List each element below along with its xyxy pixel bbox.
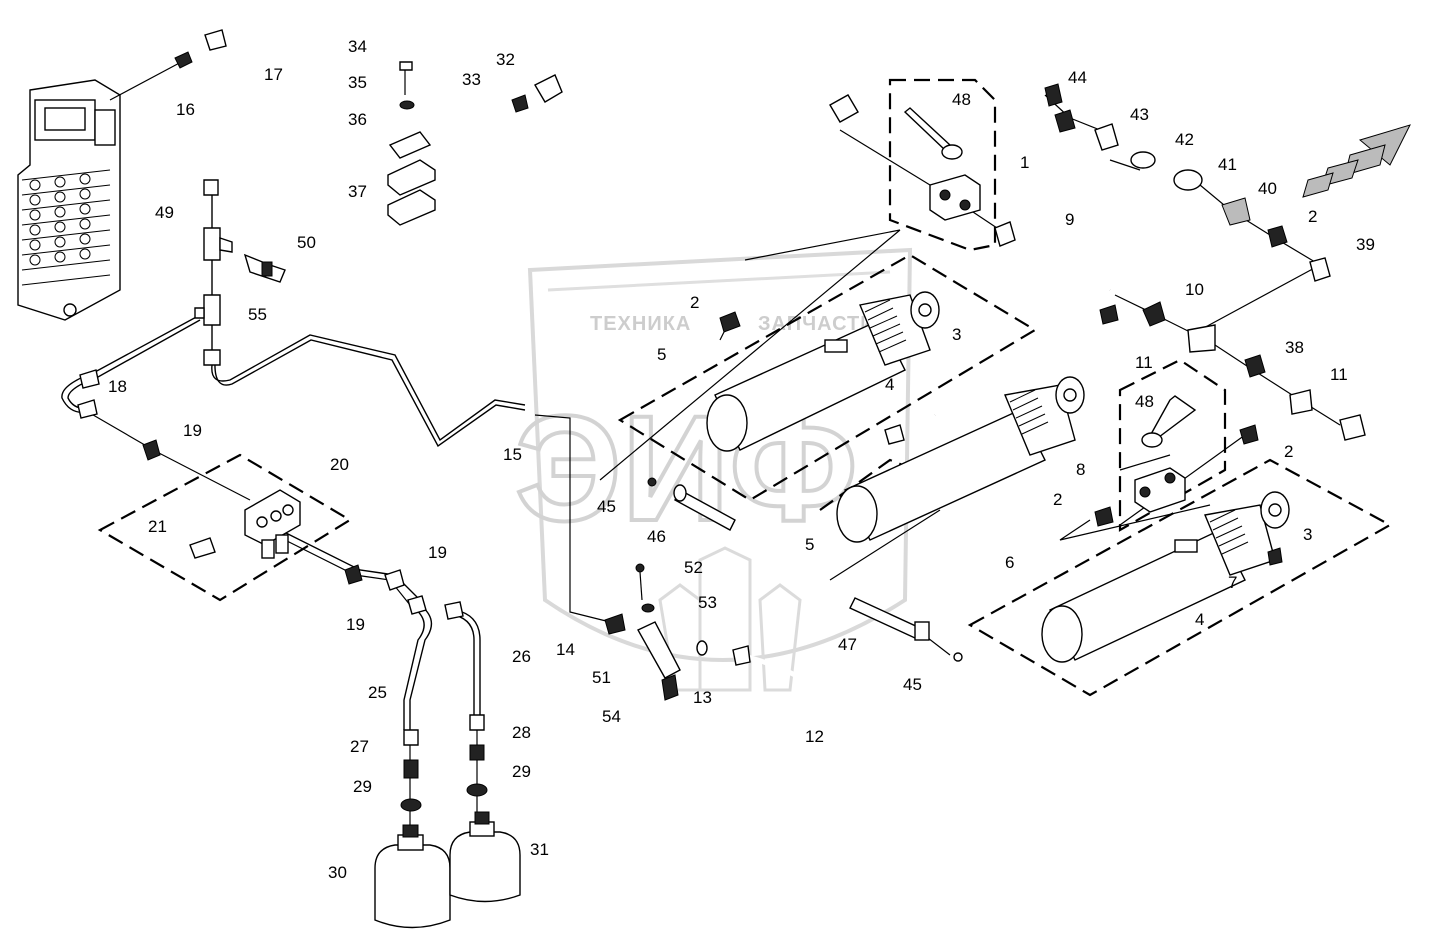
label-27: 27 [350, 737, 369, 756]
label-36: 36 [348, 110, 367, 129]
label-42: 42 [1175, 130, 1194, 149]
label-26: 26 [512, 647, 531, 666]
assembly-outlines [97, 78, 1393, 697]
label-7: 7 [1228, 573, 1237, 592]
label-5: 5 [805, 535, 814, 554]
label-18: 18 [108, 377, 127, 396]
label-28: 28 [512, 723, 531, 742]
label-54: 54 [602, 707, 621, 726]
label-51: 51 [592, 668, 611, 687]
label-34: 34 [348, 37, 367, 56]
hydraulic-cylinder-upper [706, 291, 940, 452]
label-6: 6 [1005, 553, 1014, 572]
label-37: 37 [348, 182, 367, 201]
label-9: 9 [1065, 210, 1074, 229]
label-29: 29 [512, 762, 531, 781]
label-29: 29 [353, 777, 372, 796]
label-35: 35 [348, 73, 367, 92]
label-32: 32 [496, 50, 515, 69]
part-labels: 1 2 2 2 2 3 3 4 4 5 5 6 7 8 9 10 11 11 1… [108, 37, 1375, 882]
label-43: 43 [1130, 105, 1149, 124]
fittings [77, 29, 1366, 929]
label-2: 2 [1053, 490, 1062, 509]
watermark: ТЕХНИКА ЗАПЧАСТИ ЭИФ [513, 247, 913, 692]
label-10: 10 [1185, 280, 1204, 299]
label-47: 47 [838, 635, 857, 654]
watermark-right-text: ЗАПЧАСТИ [758, 313, 876, 335]
label-53: 53 [698, 593, 717, 612]
label-50: 50 [297, 233, 316, 252]
label-2: 2 [690, 293, 699, 312]
label-11: 11 [1135, 353, 1153, 372]
label-46: 46 [647, 527, 666, 546]
label-38: 38 [1285, 338, 1304, 357]
direction-arrow-icon [1302, 124, 1411, 198]
label-33: 33 [462, 70, 481, 89]
label-44: 44 [1068, 68, 1087, 87]
label-14: 14 [556, 640, 575, 659]
label-21: 21 [148, 517, 167, 536]
label-1: 1 [1020, 153, 1029, 172]
label-3: 3 [1303, 525, 1312, 544]
label-40: 40 [1258, 179, 1277, 198]
label-48: 48 [952, 90, 971, 109]
label-11: 11 [1330, 365, 1348, 384]
label-31: 31 [530, 840, 549, 859]
label-2: 2 [1284, 442, 1293, 461]
label-25: 25 [368, 683, 387, 702]
accumulator-31 [449, 831, 521, 903]
label-45: 45 [597, 497, 616, 516]
label-5: 5 [657, 345, 666, 364]
label-3: 3 [952, 325, 961, 344]
label-48: 48 [1135, 392, 1154, 411]
hydraulic-cylinder-lower [1041, 491, 1290, 663]
label-13: 13 [693, 688, 712, 707]
label-19: 19 [346, 615, 365, 634]
label-41: 41 [1218, 155, 1237, 174]
label-55: 55 [248, 305, 267, 324]
label-2: 2 [1308, 207, 1317, 226]
label-45: 45 [903, 675, 922, 694]
watermark-left-text: ТЕХНИКА [590, 313, 691, 335]
control-valve-block [17, 79, 121, 321]
label-30: 30 [328, 863, 347, 882]
label-12: 12 [805, 727, 824, 746]
label-52: 52 [684, 558, 703, 577]
label-20: 20 [330, 455, 349, 474]
label-19: 19 [183, 421, 202, 440]
label-15: 15 [503, 445, 522, 464]
label-17: 17 [264, 65, 283, 84]
label-39: 39 [1356, 235, 1375, 254]
hydraulic-cylinder-middle [836, 376, 1085, 543]
label-19: 19 [428, 543, 447, 562]
label-16: 16 [176, 100, 195, 119]
label-4: 4 [1195, 610, 1204, 629]
label-4: 4 [885, 375, 894, 394]
accumulator-30 [374, 844, 451, 929]
label-49: 49 [155, 203, 174, 222]
label-8: 8 [1076, 460, 1085, 479]
